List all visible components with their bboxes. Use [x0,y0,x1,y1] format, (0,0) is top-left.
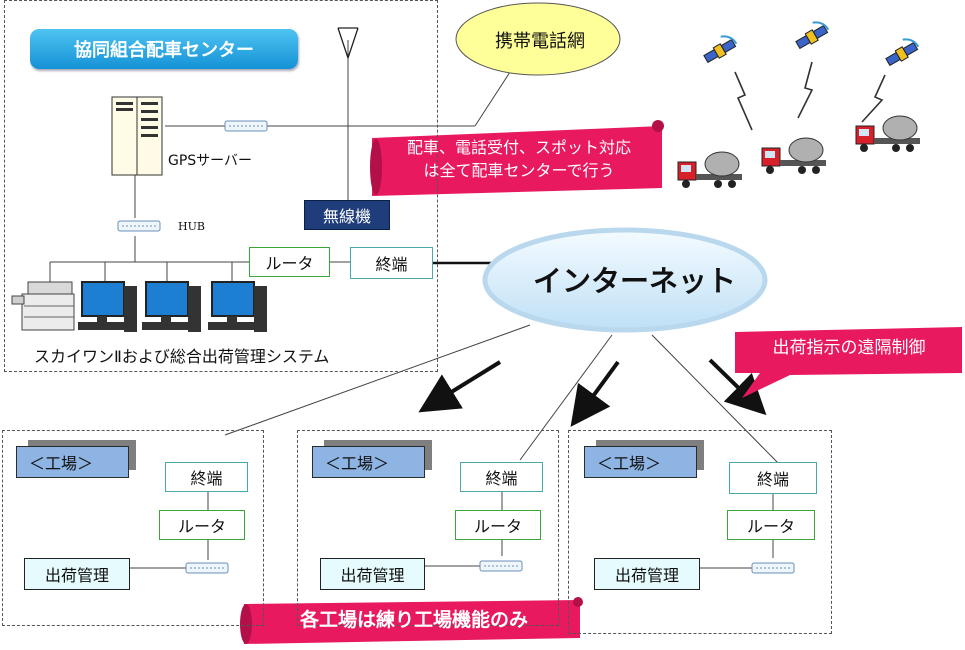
factory-1-title: ＜工場＞ [16,446,129,478]
factory-1-shipping-management: 出荷管理 [24,558,130,590]
gps-server-icon [111,96,163,176]
factory-2-boundary [297,430,559,626]
satellite-icon [703,35,738,64]
internet-label: インターネット [533,264,737,298]
factory-3-hub-icon [751,562,795,574]
dispatch-center-title: 協同組合配車センター [30,29,298,69]
connection-lines [49,40,781,569]
factory-2-title: ＜工場＞ [312,446,425,478]
dispatch-center-boundary [4,0,438,372]
factory-2-hub-icon [479,560,523,572]
mobile-network-label: 携帯電話網 [495,31,585,52]
factory-3-shipping-management: 出荷管理 [594,558,700,590]
factory-1-router: ルータ [159,510,245,540]
factory-note-banner [240,597,583,644]
antenna-icon [337,27,359,59]
factory-3-boundary [568,430,832,634]
gps-server-label: GPSサーバー [168,153,253,169]
remote-speech-bubble [735,327,962,398]
signal-bolt-icon [797,61,814,119]
factory-3-title: ＜工場＞ [584,446,697,478]
factory-2-router: ルータ [455,510,541,540]
factory-1-terminal: 終端 [165,462,248,492]
printer-icon [11,281,75,331]
dispatch-scroll-banner [370,120,664,196]
internet-cloud [482,227,768,333]
pc-icon [78,281,137,332]
hub-icon [117,220,161,232]
factory-3-router: ルータ [727,510,815,540]
dispatch-callout-text: 配車、電話受付、スポット対応 は全て配車センターで行う [406,138,631,180]
factory-note-text: 各工場は練り工場機能のみ [299,609,528,631]
factory-2-shipping-management: 出荷管理 [320,558,425,590]
hub-label: HUB [178,220,205,233]
arrow-to-factory-1 [418,360,502,413]
remote-control-callout-text: 出荷指示の遠隔制御 [772,338,926,358]
arrow-to-factory-2 [570,360,620,427]
server-link-hub-icon [224,120,268,132]
mixer-truck-icon [677,151,742,188]
mixer-truck-icon [761,137,826,174]
arrow-to-factory-3 [708,358,767,416]
satellite-icon [885,38,920,67]
satellite-icon [795,21,830,50]
factory-3-terminal: 終端 [729,462,817,494]
pc-icon [142,281,201,332]
system-label: スカイワンⅡおよび総合出荷管理システム [34,347,330,366]
radio-equipment: 無線機 [304,200,390,230]
pc-icon [208,281,267,332]
signal-bolt-icon [861,74,886,123]
center-router: ルータ [249,247,330,277]
mixer-truck-icon [855,115,920,152]
factory-1-hub-icon [185,562,229,574]
signal-bolt-icon [734,71,753,131]
factory-2-terminal: 終端 [460,462,543,492]
mobile-network-cloud [455,2,621,76]
center-terminal: 終端 [350,247,433,279]
factory-1-boundary [2,430,264,626]
